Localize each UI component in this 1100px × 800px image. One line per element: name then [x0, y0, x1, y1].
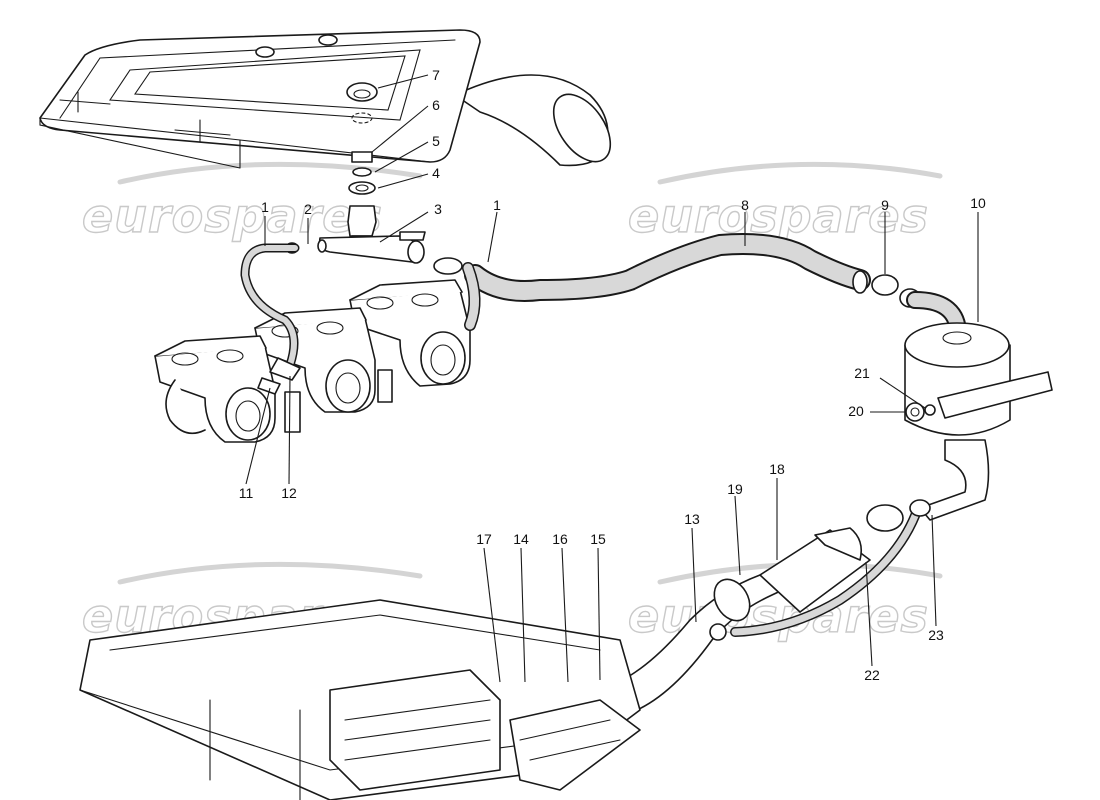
callout-13: 13	[684, 511, 700, 527]
oil-separator-drawing	[904, 291, 1053, 521]
callout-1: 1	[261, 199, 269, 215]
callout-20: 20	[848, 403, 864, 419]
callout-5: 5	[432, 133, 440, 149]
callout-14: 14	[513, 531, 529, 547]
callout-11: 11	[239, 485, 254, 501]
callout-3: 3	[434, 201, 442, 217]
watermark-text: eurospares	[628, 189, 929, 243]
callout-17: 17	[476, 531, 492, 547]
hose-clamp-drawing	[871, 274, 899, 296]
intake-manifold	[154, 279, 471, 443]
cam-cover	[79, 599, 641, 800]
cap-nut-drawing	[346, 82, 378, 102]
callout-15: 15	[590, 531, 606, 547]
watermark-text: eurospares	[82, 189, 383, 243]
callout-9: 9	[881, 197, 889, 213]
callout-4: 4	[432, 165, 440, 181]
callout-16: 16	[552, 531, 568, 547]
breather-hose-small-drawing	[240, 243, 301, 395]
callout-1: 1	[493, 197, 501, 213]
callout-10: 10	[970, 195, 986, 211]
hose-clamp-drawing	[433, 257, 463, 275]
callout-19: 19	[727, 481, 743, 497]
breather-pipe-drawing	[599, 527, 871, 719]
callout-18: 18	[769, 461, 785, 477]
callout-23: 23	[928, 627, 944, 643]
callout-6: 6	[432, 97, 440, 113]
callout-labels: 1 2 3 1 7 6 5 4 8 9 10 21 20 11 12 18 19…	[239, 67, 986, 683]
breather-hose-long-drawing	[462, 233, 921, 331]
fitting-stack	[285, 151, 463, 275]
air-cleaner-cover	[39, 29, 612, 169]
callout-8: 8	[741, 197, 749, 213]
callout-7: 7	[432, 67, 440, 83]
callout-2: 2	[304, 201, 312, 217]
watermark-text: eurospares	[628, 589, 929, 643]
callout-21: 21	[854, 365, 870, 381]
callout-12: 12	[281, 485, 297, 501]
callout-22: 22	[864, 667, 880, 683]
leader-lines	[245, 74, 979, 683]
drain-hose-drawing	[730, 499, 931, 637]
